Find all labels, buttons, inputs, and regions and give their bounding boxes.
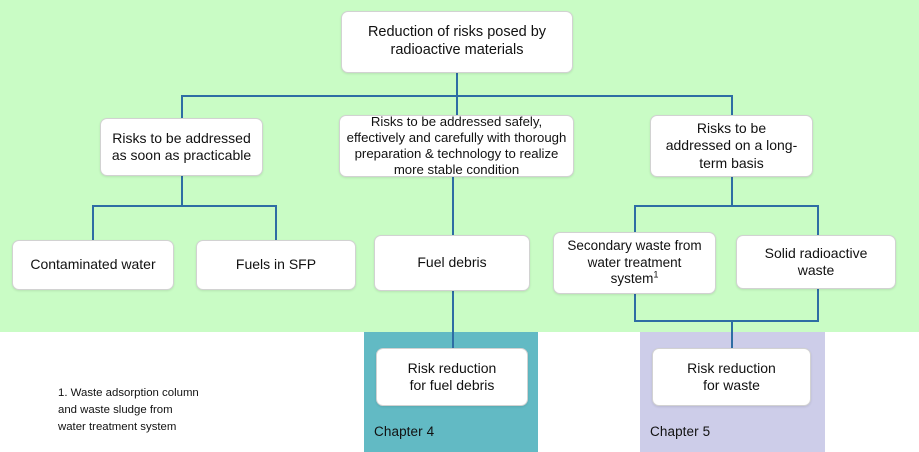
connector-waste-merge-bus <box>634 320 819 322</box>
connector-to-secondary-waste <box>634 205 636 234</box>
connector-secondary-waste-down <box>634 294 636 322</box>
node-safely-label: Risks to be addressed safely, effectivel… <box>346 113 567 178</box>
node-risks-long-term-basis[interactable]: Risks to be addressed on a long- term ba… <box>650 115 813 177</box>
node-secondary-waste-text: Secondary waste from water treatment sys… <box>567 238 702 287</box>
node-soon-label: Risks to be addressed as soon as practic… <box>111 129 252 163</box>
footnote-text: 1. Waste adsorption column and waste slu… <box>58 387 199 433</box>
connector-to-contaminated-water <box>92 205 94 241</box>
connector-to-soon <box>181 95 183 118</box>
connector-right-bus <box>634 205 819 207</box>
node-fuel-debris[interactable]: Fuel debris <box>374 235 530 291</box>
chapter5-caption: Chapter 5 <box>650 424 711 439</box>
node-risk-reduction-for-waste[interactable]: Risk reduction for waste <box>652 348 811 406</box>
footnote-marker-1: 1 <box>653 269 659 280</box>
connector-soon-stem <box>181 176 183 206</box>
node-risks-addressed-safely[interactable]: Risks to be addressed safely, effectivel… <box>339 113 574 178</box>
connector-longterm-stem <box>731 177 733 206</box>
node-root-reduction-of-risks[interactable]: Reduction of risks posed by radioactive … <box>341 11 573 73</box>
connector-to-solid-waste <box>817 205 819 237</box>
node-risk-reduction-waste-label: Risk reduction for waste <box>687 359 776 393</box>
node-risk-reduction-for-fuel-debris[interactable]: Risk reduction for fuel debris <box>376 348 528 406</box>
connector-root-stem <box>456 73 458 96</box>
connector-solid-waste-down <box>817 289 819 322</box>
connector-to-fuels-in-sfp <box>275 205 277 241</box>
node-risk-reduction-fuel-debris-label: Risk reduction for fuel debris <box>407 359 497 393</box>
connector-left-bus <box>92 205 277 207</box>
node-fuels-in-sfp-label: Fuels in SFP <box>235 256 317 273</box>
connector-fuel-debris-to-chapter4 <box>452 291 454 350</box>
node-contaminated-water-label: Contaminated water <box>30 256 156 273</box>
node-fuels-in-sfp[interactable]: Fuels in SFP <box>196 240 356 290</box>
connector-safely-to-fuel-debris <box>452 177 454 236</box>
node-secondary-waste[interactable]: Secondary waste from water treatment sys… <box>553 232 716 294</box>
node-secondary-waste-label: Secondary waste from water treatment sys… <box>561 238 707 287</box>
node-solid-radioactive-waste[interactable]: Solid radioactive waste <box>736 235 896 289</box>
node-longterm-label: Risks to be addressed on a long- term ba… <box>665 120 798 171</box>
node-risks-as-soon-as-practicable[interactable]: Risks to be addressed as soon as practic… <box>100 118 263 176</box>
node-root-label: Reduction of risks posed by radioactive … <box>367 24 547 58</box>
node-contaminated-water[interactable]: Contaminated water <box>12 240 174 290</box>
connector-merge-to-chapter5 <box>731 320 733 350</box>
connector-to-longterm <box>731 95 733 115</box>
node-fuel-debris-label: Fuel debris <box>417 254 487 271</box>
chapter4-caption: Chapter 4 <box>374 424 435 439</box>
connector-to-safely <box>456 95 458 115</box>
node-solid-radioactive-waste-label: Solid radioactive waste <box>764 244 868 278</box>
